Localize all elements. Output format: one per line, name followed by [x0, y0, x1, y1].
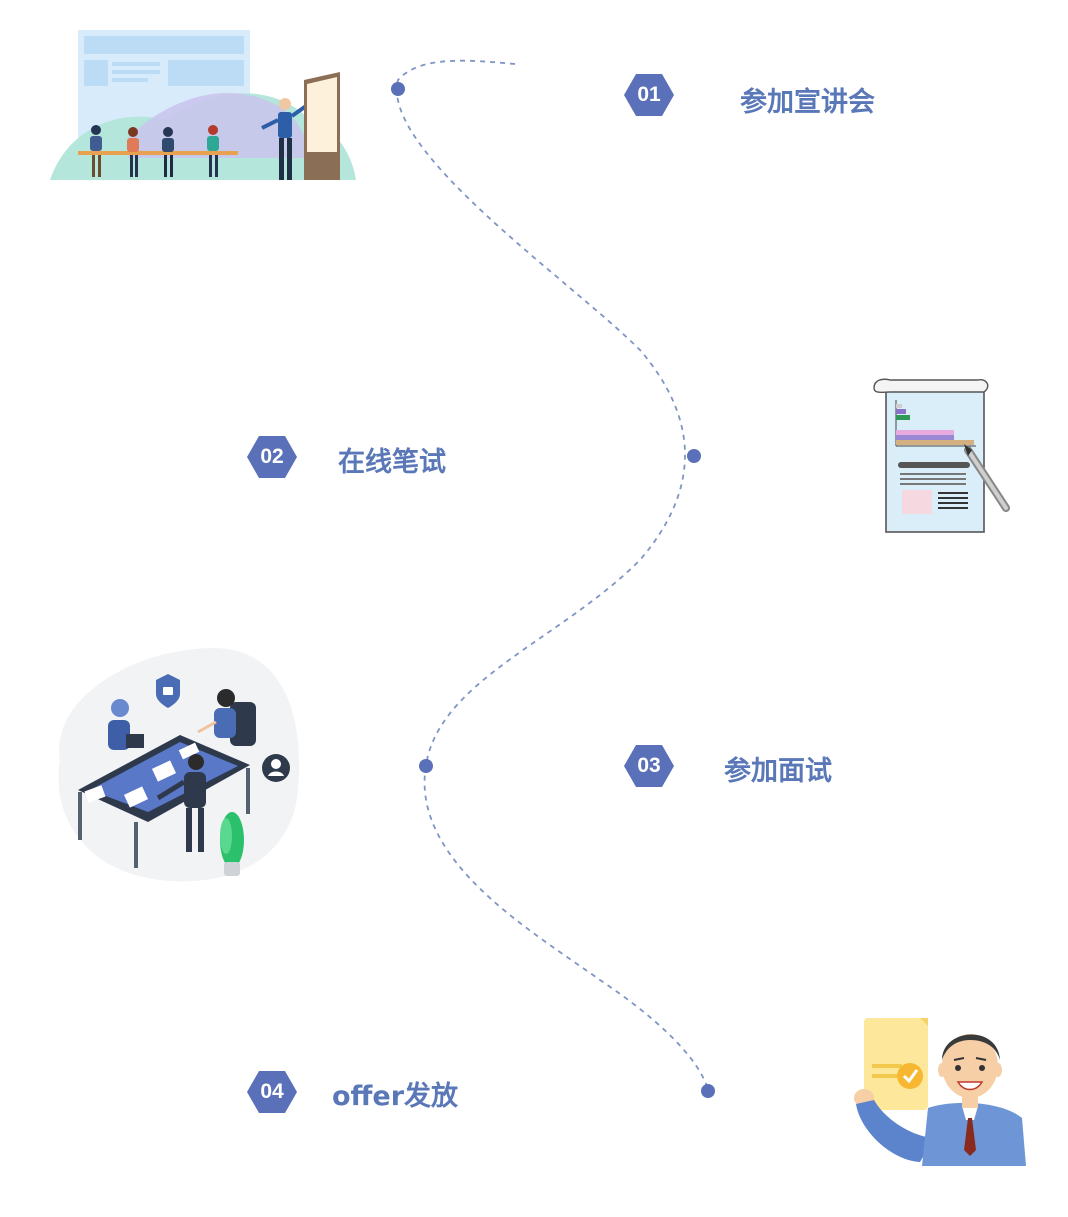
step-04-label: offer发放	[332, 1081, 459, 1112]
offer-certificate-illustration	[854, 1018, 1026, 1166]
interview-table-illustration	[58, 647, 300, 882]
timeline-node-3	[419, 759, 433, 773]
timeline-node-1	[391, 82, 405, 96]
step-03-number: 03	[637, 754, 661, 777]
timeline-node-4	[701, 1084, 715, 1098]
step-04-badge: 04	[247, 1071, 297, 1113]
step-02-label: 在线笔试	[338, 447, 446, 478]
step-04-number: 04	[260, 1080, 284, 1103]
step-02-badge: 02	[247, 436, 297, 478]
step-01-badge: 01	[624, 74, 674, 116]
presentation-meeting-illustration	[50, 30, 356, 180]
written-test-document-illustration	[873, 378, 1010, 533]
step-02-number: 02	[260, 445, 284, 468]
timeline-node-2	[687, 449, 701, 463]
step-01-number: 01	[637, 83, 661, 106]
step-01-label: 参加宣讲会	[740, 87, 875, 118]
step-03-label: 参加面试	[724, 756, 832, 787]
step-03-badge: 03	[624, 745, 674, 787]
